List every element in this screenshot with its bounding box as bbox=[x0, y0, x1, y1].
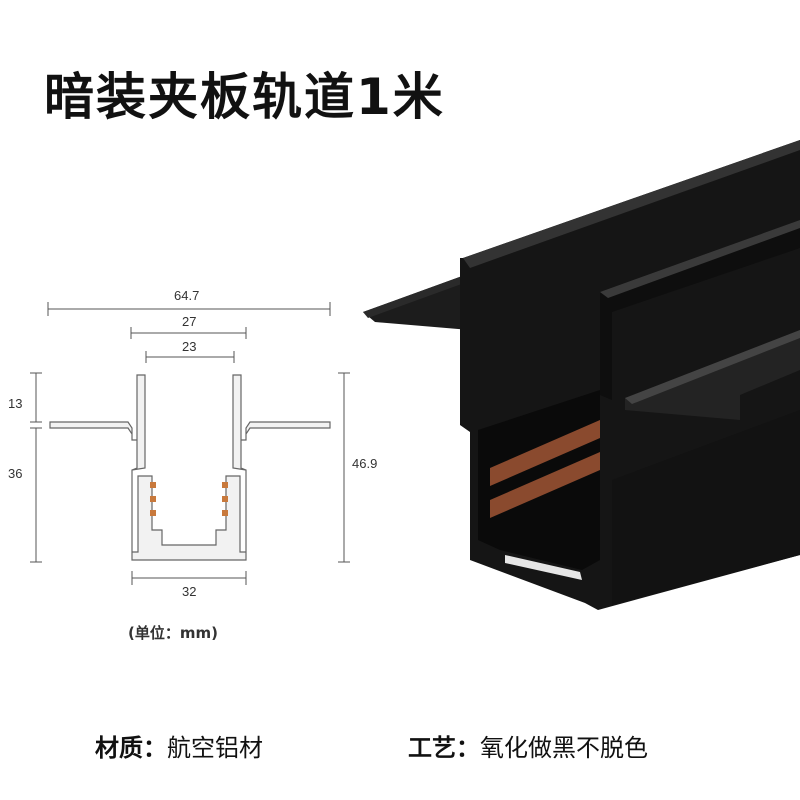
dim-base-width: 32 bbox=[182, 584, 197, 599]
process-label: 工艺： bbox=[408, 734, 480, 762]
dim-top-height: 13 bbox=[8, 396, 23, 411]
unit-note: (单位：mm) bbox=[128, 624, 218, 642]
dim-lower-height: 36 bbox=[8, 466, 23, 481]
track-3d-illustration bbox=[363, 140, 800, 610]
dimension-lines bbox=[30, 302, 350, 585]
dim-total-width: 64.7 bbox=[174, 288, 200, 303]
material-label: 材质： bbox=[95, 734, 167, 762]
dim-outer-width: 27 bbox=[182, 314, 197, 329]
page-title: 暗装夹板轨道1米 bbox=[44, 68, 445, 126]
profile-outline bbox=[49, 374, 331, 561]
process-value: 氧化做黑不脱色 bbox=[480, 734, 648, 762]
material-spec: 材质：航空铝材 bbox=[95, 728, 263, 763]
material-value: 航空铝材 bbox=[167, 734, 263, 762]
dim-inner-width: 23 bbox=[182, 339, 197, 354]
process-spec: 工艺：氧化做黑不脱色 bbox=[408, 728, 648, 763]
copper-contacts bbox=[150, 482, 228, 516]
dim-total-height: 46.9 bbox=[352, 456, 378, 471]
